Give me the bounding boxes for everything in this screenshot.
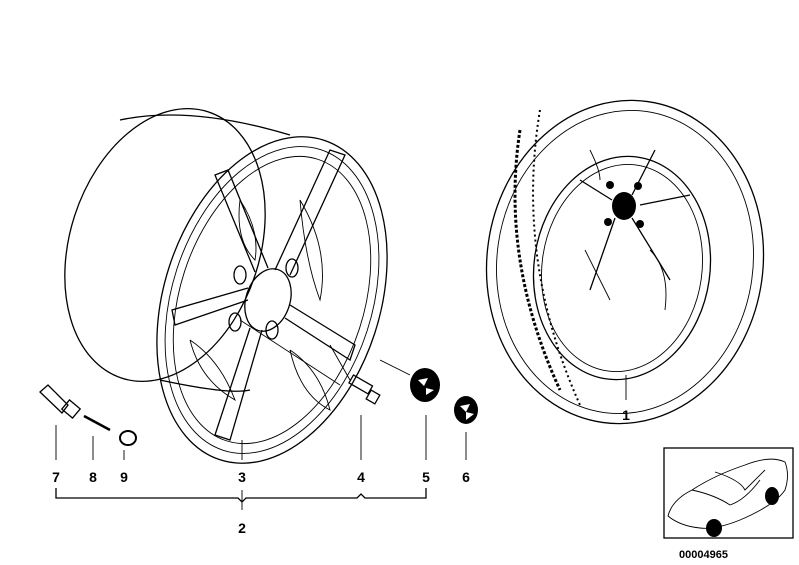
label-part-4[interactable]: 4 [357,469,365,485]
label-part-8[interactable]: 8 [89,469,97,485]
label-part-9[interactable]: 9 [120,469,128,485]
complete-wheel-drawing [485,99,765,425]
leader-lines [55,375,627,510]
label-part-3[interactable]: 3 [238,469,246,485]
emblem-drawing [454,396,478,424]
wheel-bolt-drawing [329,344,381,405]
label-part-2[interactable]: 2 [238,520,246,536]
valve-drawing [39,384,82,420]
label-part-7[interactable]: 7 [52,469,60,485]
valve-cap-drawing [119,430,137,446]
label-part-5[interactable]: 5 [422,469,430,485]
label-part-1[interactable]: 1 [622,407,630,423]
alloy-rim-drawing [64,108,388,464]
label-part-6[interactable]: 6 [462,469,470,485]
reference-number: 00004965 [679,549,728,561]
valve-insert-drawing [83,414,111,432]
hub-cap-drawing [379,359,440,402]
vehicle-thumbnail [663,447,794,539]
